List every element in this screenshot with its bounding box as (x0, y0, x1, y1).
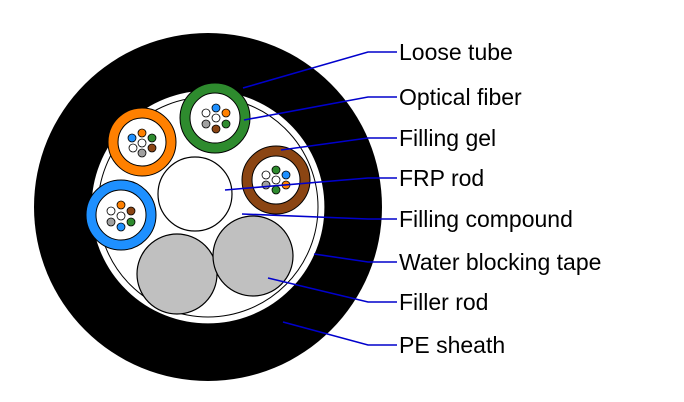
loose-tube-orange (107, 107, 177, 177)
optical-fiber (211, 124, 221, 134)
label-loose-tube: Loose tube (399, 39, 513, 65)
optical-fiber (116, 200, 126, 210)
frp-rod (157, 156, 233, 232)
optical-fiber (106, 217, 116, 227)
label-filler-rod: Filler rod (399, 289, 488, 315)
filler-rod (136, 233, 218, 315)
label-filling-compound: Filling compound (399, 206, 573, 232)
optical-fiber (147, 143, 157, 153)
optical-fiber (271, 165, 281, 175)
label-water-blocking-tape: Water blocking tape (399, 249, 601, 275)
optical-fiber (137, 148, 147, 158)
optical-fiber (211, 113, 221, 123)
optical-fiber (211, 103, 221, 113)
optical-fiber (261, 170, 271, 180)
label-pe-sheath: PE sheath (399, 332, 505, 358)
leader-line-filling-gel (280, 137, 397, 151)
leader-line-filling-compound (241, 213, 397, 220)
optical-fiber (147, 133, 157, 143)
label-filling-gel: Filling gel (399, 125, 496, 151)
optical-fiber (128, 143, 138, 153)
optical-fiber (201, 119, 211, 129)
leader-line-pe-sheath (282, 321, 397, 346)
label-optical-fiber: Optical fiber (399, 84, 522, 110)
optical-fiber (271, 185, 281, 195)
leader-line-frp-rod (224, 177, 397, 191)
leader-line-water-blocking-tape (313, 253, 397, 263)
optical-fiber (221, 119, 231, 129)
optical-fiber (106, 206, 116, 216)
optical-fiber (127, 133, 137, 143)
optical-fiber (126, 217, 136, 227)
loose-tube-brown (241, 145, 311, 215)
optical-fiber (137, 128, 147, 138)
loose-tube-blue (85, 179, 157, 251)
optical-fiber (126, 206, 136, 216)
loose-tube-green (179, 82, 251, 154)
leader-line-filler-rod (267, 277, 397, 303)
leader-line-optical-fiber (243, 96, 397, 121)
optical-fiber (116, 211, 126, 221)
optical-fiber (201, 108, 211, 118)
optical-fiber (116, 222, 126, 232)
optical-fiber (261, 180, 271, 190)
optical-fiber (271, 175, 281, 185)
leader-line-loose-tube (242, 51, 397, 89)
optical-fiber (137, 138, 147, 148)
optical-fiber (221, 108, 231, 118)
label-frp-rod: FRP rod (399, 165, 484, 191)
filler-rod (212, 215, 294, 297)
optical-fiber (281, 170, 291, 180)
